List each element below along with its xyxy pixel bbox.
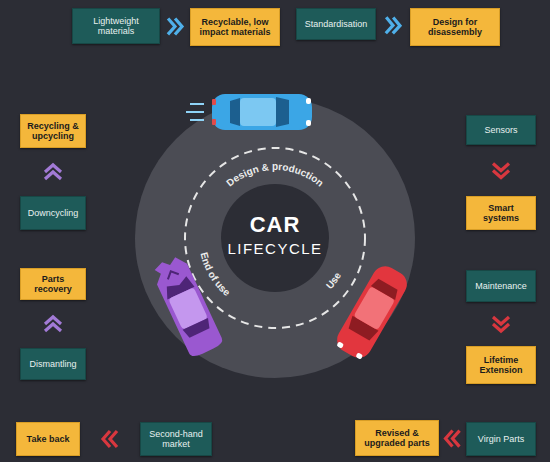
chevron-arrow	[45, 165, 61, 179]
stage-box: Maintenance	[466, 270, 536, 302]
center-title: CAR	[205, 212, 345, 238]
chevron-arrow	[45, 317, 61, 331]
crash-dent	[165, 269, 178, 280]
motion-line	[186, 111, 204, 113]
box-text: Sensors	[484, 125, 517, 135]
box-text: Lifetime Extension	[471, 355, 531, 376]
car-rear-window	[183, 318, 213, 339]
stage-box: Downcycling	[20, 196, 86, 230]
car-body	[332, 261, 411, 362]
box-text: Revised & upgraded parts	[360, 428, 434, 449]
car-headlight	[306, 98, 311, 104]
box-text: Recyclable, low impact materials	[195, 17, 275, 38]
car-rear-window	[371, 277, 400, 300]
outcome-box: Recyclable, low impact materials	[190, 8, 280, 46]
box-text: Dismantling	[29, 359, 76, 369]
box-text: Take back	[27, 434, 70, 444]
stage-box: Lightweight materials	[72, 8, 160, 44]
center-title: LIFECYCLE	[205, 240, 345, 257]
car-blue	[186, 94, 312, 130]
car-red	[332, 261, 411, 362]
box-text: Virgin Parts	[478, 434, 524, 444]
chevron-arrow	[446, 431, 460, 447]
motion-line	[190, 103, 204, 105]
outcome-box: Lifetime Extension	[466, 346, 536, 384]
chevron-arrow	[493, 164, 509, 178]
box-text: Maintenance	[475, 281, 527, 291]
box-text: Design for disassembly	[415, 17, 495, 38]
car-taillight	[212, 99, 216, 105]
outcome-box: Take back	[16, 422, 80, 456]
outcome-box: Design for disassembly	[410, 8, 500, 46]
outcome-box: Smart systems	[466, 196, 536, 230]
motion-line	[190, 119, 204, 121]
box-text: Recycling & upcycling	[25, 121, 81, 142]
car-headlight	[336, 341, 344, 348]
outcome-box: Revised & upgraded parts	[355, 420, 439, 456]
box-text: Smart systems	[471, 203, 531, 224]
stage-box: Sensors	[466, 115, 536, 145]
ring-hub	[221, 184, 329, 292]
car-roof	[240, 98, 276, 126]
car-rear-window	[230, 98, 240, 126]
outcome-box: Recycling & upcycling	[20, 114, 86, 148]
stage-box: Dismantling	[20, 348, 86, 380]
chevron-arrow	[386, 17, 400, 33]
car-body	[212, 94, 312, 130]
chevron-arrow	[493, 317, 509, 331]
chevron-arrow	[168, 18, 182, 34]
box-text: Second-hand market	[145, 429, 207, 450]
phase-label: Use	[324, 270, 344, 291]
phase-label: End of use	[199, 251, 233, 298]
box-text: Parts recovery	[25, 274, 81, 295]
phase-label: Use	[324, 270, 344, 291]
stage-box: Virgin Parts	[466, 422, 536, 456]
phase-label: Design & production	[224, 161, 325, 189]
car-headlight	[306, 120, 311, 126]
outcome-box: Parts recovery	[20, 268, 86, 300]
box-text: Standardisation	[305, 19, 368, 29]
chevron-arrow	[103, 431, 117, 447]
box-text: Lightweight materials	[77, 16, 155, 37]
box-text: Downcycling	[28, 208, 79, 218]
phase-label: End of use	[199, 251, 233, 298]
phase-label: Design & production	[224, 161, 325, 189]
road-dashes	[185, 148, 365, 328]
car-taillight	[212, 119, 216, 125]
stage-box: Standardisation	[296, 8, 376, 40]
stage-box: Second-hand market	[140, 422, 212, 456]
car-windshield	[276, 97, 289, 127]
car-headlight	[355, 352, 363, 359]
lifecycle-ring	[135, 98, 415, 378]
